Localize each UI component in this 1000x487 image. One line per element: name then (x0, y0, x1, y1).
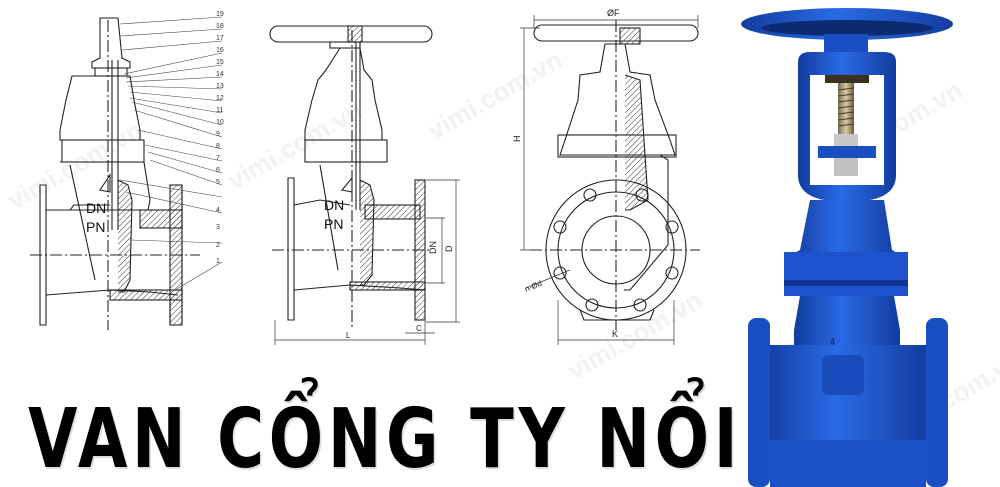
svg-text:16: 16 (216, 47, 224, 54)
svg-text:4: 4 (216, 207, 220, 214)
svg-text:12: 12 (216, 95, 224, 102)
svg-text:8: 8 (216, 143, 220, 150)
svg-text:18: 18 (216, 23, 224, 30)
svg-text:2: 2 (216, 242, 220, 249)
svg-text:19: 19 (216, 11, 224, 18)
dim-dn: DN (428, 241, 438, 254)
svg-text:10: 10 (216, 119, 224, 126)
svg-text:1: 1 (216, 258, 220, 265)
dim-l: L (346, 331, 351, 340)
page-title: VAN CỔNG TY NỔI (28, 392, 743, 487)
svg-text:14: 14 (216, 71, 224, 78)
dn-label: DN (324, 197, 344, 213)
dim-c: C (416, 324, 422, 333)
svg-text:5: 5 (216, 179, 220, 186)
svg-text:13: 13 (216, 83, 224, 90)
svg-text:4: 4 (830, 337, 835, 347)
svg-text:9: 9 (216, 131, 220, 138)
svg-text:7: 7 (216, 155, 220, 162)
valve-photo: 4 (741, 8, 953, 487)
svg-text:3: 3 (216, 224, 220, 231)
pn-label: PN (86, 219, 105, 235)
dim-nd: n-Ød (523, 279, 543, 294)
sectional-drawing-parts: DN PN 19 18 17 16 (30, 11, 224, 330)
svg-text:11: 11 (216, 107, 223, 114)
pn-label: PN (324, 216, 343, 232)
dn-label: DN (86, 200, 106, 216)
svg-text:6: 6 (216, 167, 220, 174)
dim-f: ØF (607, 8, 620, 18)
dim-h: H (512, 136, 522, 143)
front-view-drawing: ØF H n-Ød K (512, 8, 700, 345)
dim-d: D (444, 245, 454, 252)
dim-k: K (612, 329, 618, 339)
svg-text:17: 17 (216, 35, 224, 42)
svg-text:15: 15 (216, 59, 224, 66)
part-number-list: 19 18 17 16 15 14 13 12 11 10 9 8 7 6 5 … (216, 11, 224, 265)
title-banner: VAN CỔNG TY NỔI (28, 392, 743, 487)
sectional-drawing-dimensions: DN PN DN D C L (269, 25, 460, 345)
